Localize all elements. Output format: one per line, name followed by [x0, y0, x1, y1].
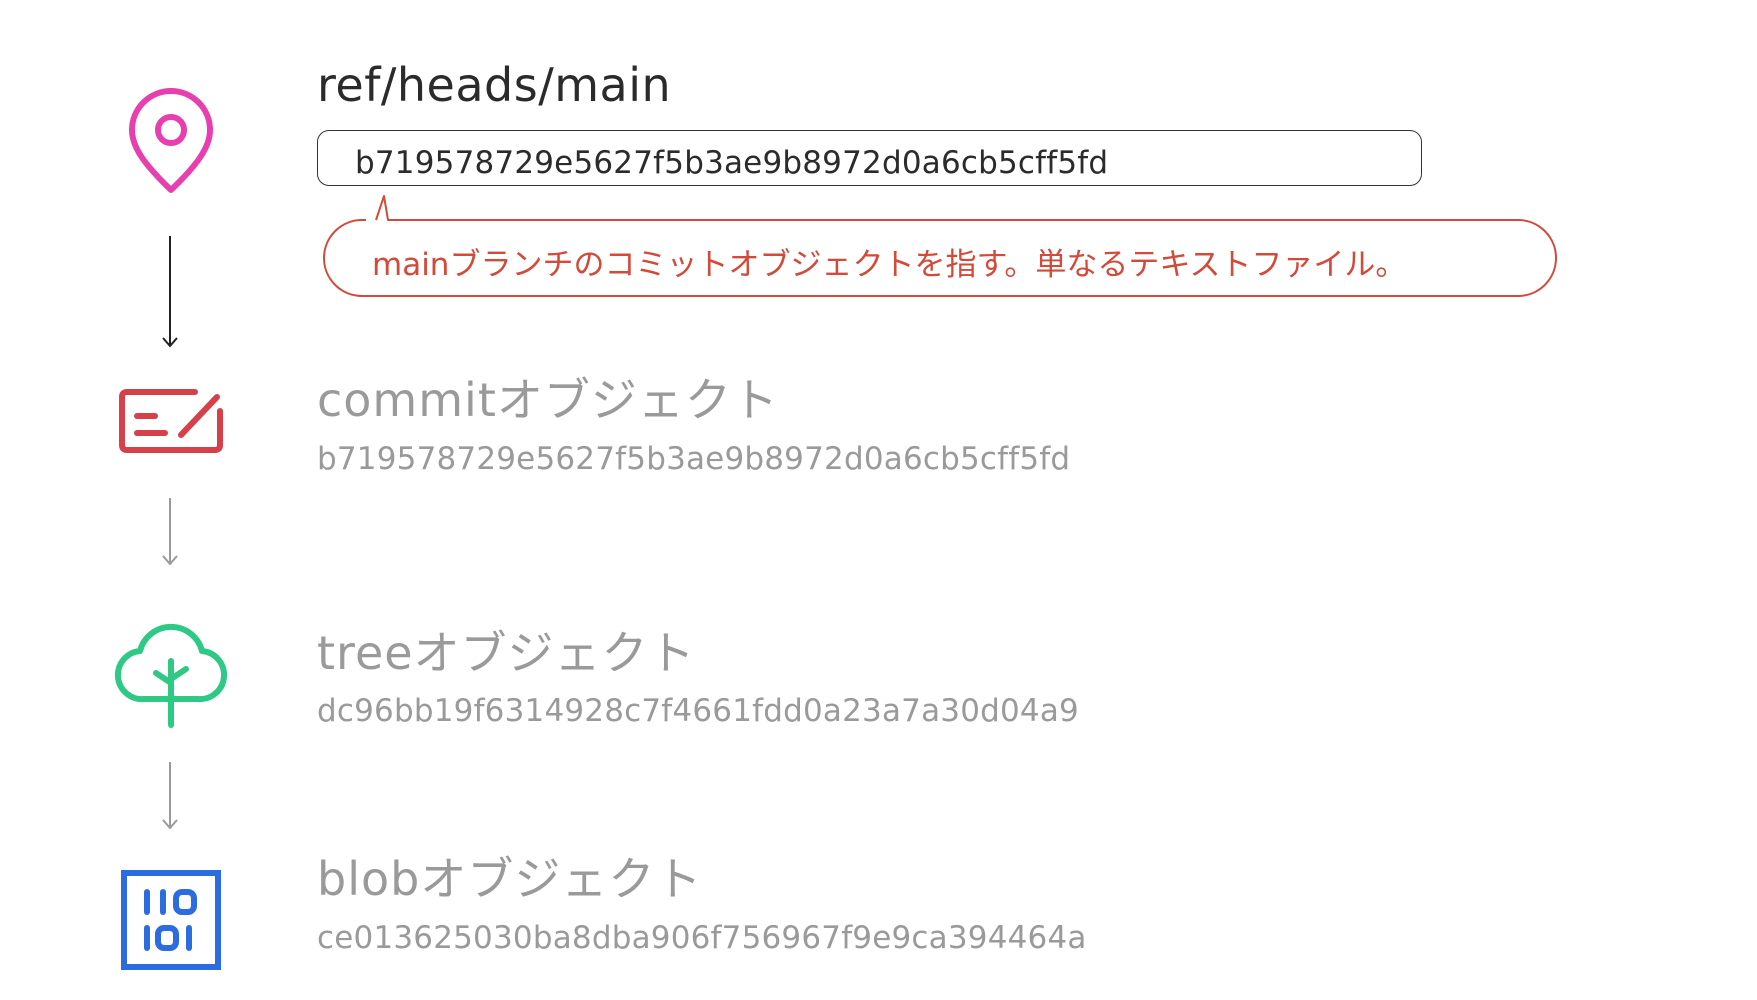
- blob-object-title: blobオブジェクト: [317, 852, 703, 906]
- commit-object-hash: b719578729e5627f5b3ae9b8972d0a6cb5cff5fd: [317, 441, 1071, 477]
- tree-object-title: treeオブジェクト: [317, 626, 696, 680]
- location-pin-icon: [128, 88, 214, 194]
- arrow-ref-to-commit: [159, 236, 181, 348]
- binary-file-icon: [121, 870, 221, 970]
- commit-card-icon: [119, 387, 223, 455]
- tree-object-hash: dc96bb19f6314928c7f4661fdd0a23a7a30d04a9: [317, 693, 1079, 729]
- commit-object-title: commitオブジェクト: [317, 373, 779, 427]
- arrow-tree-to-blob: [159, 762, 181, 830]
- callout-bubble: [322, 194, 1558, 300]
- blob-object-hash: ce013625030ba8dba906f756967f9e9ca394464a: [317, 920, 1087, 956]
- ref-hash-box: [317, 130, 1422, 186]
- ref-title: ref/heads/main: [317, 58, 672, 112]
- ref-hash: b719578729e5627f5b3ae9b8972d0a6cb5cff5fd: [355, 145, 1109, 181]
- callout-text: mainブランチのコミットオブジェクトを指す。単なるテキストファイル。: [372, 247, 1407, 283]
- arrow-commit-to-tree: [159, 498, 181, 566]
- tree-icon: [114, 617, 228, 728]
